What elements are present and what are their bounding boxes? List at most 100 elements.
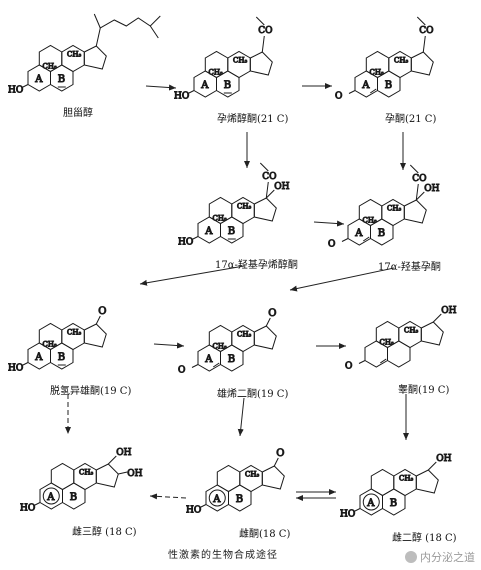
methyl-label: CH₃	[209, 69, 223, 77]
ring-c2	[61, 322, 85, 351]
ring-b-label: B	[236, 494, 243, 505]
ring-b-label: B	[228, 226, 235, 237]
arrow-5	[139, 265, 245, 286]
c3-bond	[348, 90, 356, 94]
double-bond	[212, 362, 220, 368]
methyl-label: CH₃	[213, 343, 227, 351]
arrow-4	[313, 220, 345, 227]
c3-label: O	[328, 240, 335, 250]
oh17-label: OH	[441, 306, 456, 316]
acetyl-label: CO	[412, 174, 426, 184]
ring-c2	[227, 50, 251, 79]
methyl-label: CH₃	[43, 63, 57, 71]
ring-c2	[231, 324, 255, 353]
ring-d	[253, 197, 277, 222]
c3-bond	[21, 84, 29, 88]
acetyl-label: CO	[419, 26, 433, 36]
ring-b-label: B	[58, 74, 65, 85]
c3-bond	[33, 502, 41, 506]
c3-label: O	[335, 92, 342, 102]
ring-d	[403, 199, 427, 224]
ring-b-label: B	[390, 498, 397, 509]
ring-b-label: B	[70, 492, 77, 503]
c3-label: HO	[174, 92, 189, 102]
c3-label: HO	[186, 506, 201, 516]
oh17-bond	[107, 455, 117, 465]
oh17-label: OH	[424, 184, 439, 194]
ring-a-label: A	[354, 228, 363, 239]
c3-bond	[191, 364, 199, 368]
oh17-bond	[265, 189, 275, 199]
methyl-label: CH₃	[245, 471, 259, 479]
ring-b-label: B	[224, 80, 231, 91]
ring-d	[253, 325, 277, 350]
ring-b-label: B	[385, 80, 392, 91]
ring-a-label: A	[204, 226, 213, 237]
c3-bond	[199, 504, 207, 508]
c3-label: HO	[8, 86, 23, 96]
oh17-bond	[427, 461, 437, 471]
ring-c	[216, 464, 241, 493]
ring-d	[410, 51, 434, 76]
methyl-label: CH₃	[43, 341, 57, 349]
c3-bond	[191, 236, 199, 240]
methyl-label: CH₃	[237, 203, 251, 211]
c3-label: HO	[178, 238, 193, 248]
keto-label: O	[98, 306, 106, 317]
methyl-label: CH₃	[237, 331, 251, 339]
c3-bond	[21, 362, 29, 366]
methyl-label: CH₃	[370, 69, 384, 77]
ring-a-label: A	[34, 74, 43, 85]
cholesterol-side-chain	[95, 15, 161, 47]
c3-bond	[353, 508, 361, 512]
acetyl-methyl	[409, 164, 419, 174]
arrow-0	[145, 84, 177, 91]
acetyl-bond	[265, 181, 269, 199]
acetyl-bond	[422, 35, 426, 53]
keto-label: O	[268, 308, 276, 319]
ring-d	[261, 465, 285, 490]
ring-a-label: A	[204, 354, 213, 365]
label-estrone: 雌酮(18 C)	[239, 529, 291, 540]
side-methyl	[149, 25, 159, 39]
ring-c2	[239, 464, 263, 493]
c3-bond	[341, 238, 349, 242]
ring-d	[83, 45, 107, 70]
ring-c	[370, 468, 395, 497]
ring-d	[420, 321, 444, 346]
label-estradiol: 雌二醇 (18 C)	[392, 533, 457, 544]
aromatic-ring	[362, 493, 380, 511]
oh17-label: OH	[116, 448, 131, 458]
c3-label: O	[345, 362, 352, 372]
oh17-bond	[432, 313, 442, 323]
arrow-6	[289, 267, 395, 292]
ring-a-label: A	[200, 80, 209, 91]
methyl-label: CH₃	[233, 57, 247, 65]
ring-c2	[393, 468, 417, 497]
ring-c2	[381, 198, 405, 227]
ring-c2	[388, 50, 412, 79]
methyl-label: CH₃	[363, 217, 377, 225]
aromatic-ring	[42, 487, 60, 505]
arrow-7	[153, 342, 185, 349]
ring-d	[95, 463, 119, 488]
methyl-label: CH₃	[387, 205, 401, 213]
oh17-label: OH	[436, 454, 451, 464]
keto-bond	[273, 457, 279, 467]
methyl-label: CH₃	[404, 327, 418, 335]
label-testosterone: 睾酮(19 C)	[398, 385, 450, 396]
figure-caption: 性激素的生物合成途径	[168, 550, 278, 561]
label-17oh-pregnenolone: 17α-羟基孕烯醇酮	[215, 260, 298, 271]
ring-a-label: A	[366, 498, 375, 509]
